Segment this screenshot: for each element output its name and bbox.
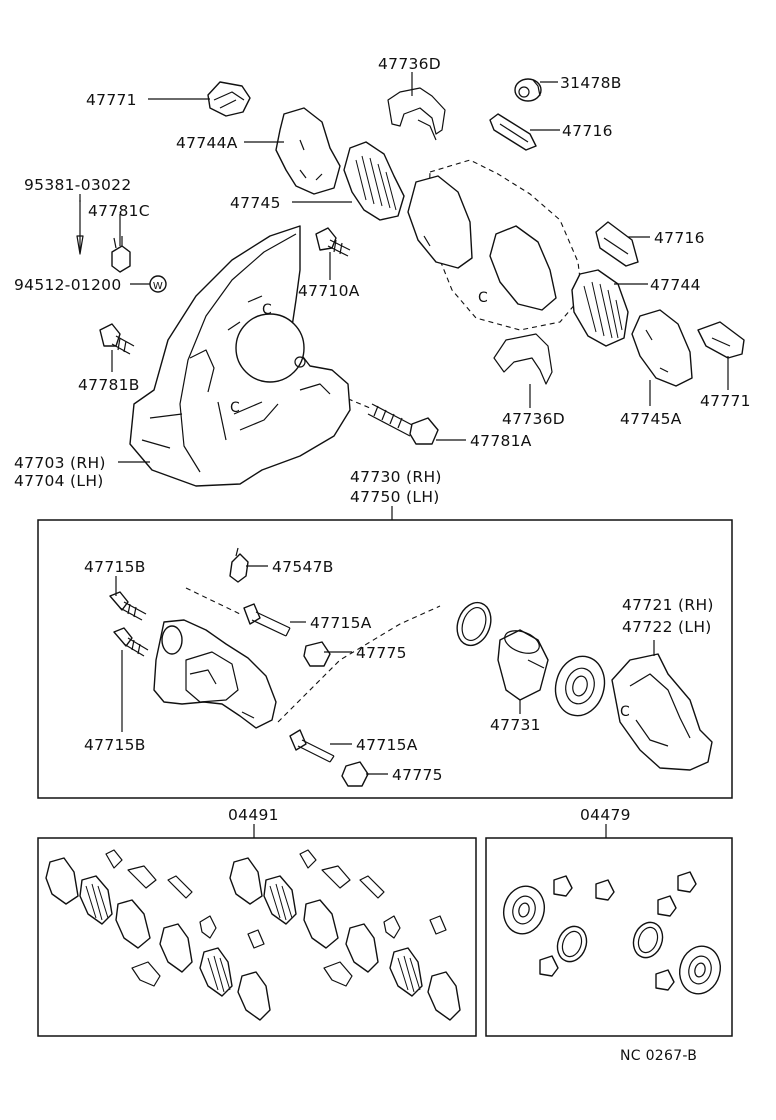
- label-47704-lh: 47704 (LH): [14, 472, 104, 490]
- label-47715A-bottom: 47715A: [356, 736, 418, 754]
- diagram-code: NC 0267-B: [620, 1048, 697, 1064]
- part-47744A-pad-shim: [275, 107, 341, 195]
- label-47710A: 47710A: [298, 282, 360, 300]
- label-47722-lh: 47722 (LH): [622, 618, 712, 636]
- part-47771-clip-right: [697, 321, 745, 359]
- part-47547B-bleeder: [229, 547, 249, 583]
- part-47744-pad: [571, 269, 629, 347]
- label-47731: 47731: [490, 716, 541, 734]
- label-04479: 04479: [580, 806, 631, 824]
- label-47736D-top: 47736D: [378, 55, 441, 73]
- label-04491: 04491: [228, 806, 279, 824]
- part-47781B-bolt: [99, 323, 135, 355]
- label-47781C: 47781C: [88, 202, 150, 220]
- label-47750-lh: 47750 (LH): [350, 488, 440, 506]
- seal-kit-box: [485, 837, 733, 1037]
- part-47716-shim-top: [489, 113, 537, 151]
- part-47715B-bolt-top: [109, 591, 147, 621]
- pad-kit-set-right: [229, 849, 461, 1021]
- svg-text:C: C: [478, 290, 488, 306]
- part-47781C-nut: [111, 236, 131, 273]
- part-47745A-shim: [631, 309, 693, 387]
- part-47771-clip-top: [207, 81, 251, 117]
- part-47715A-pin-top: [243, 603, 291, 637]
- label-94512-01200: 94512-01200: [14, 276, 122, 294]
- svg-text:C: C: [620, 704, 630, 720]
- label-47775-top: 47775: [356, 644, 407, 662]
- washer-mark: W: [153, 281, 163, 292]
- part-47731-piston: [497, 629, 549, 701]
- label-47736D-bottom: 47736D: [502, 410, 565, 428]
- seal-kit-parts: [503, 871, 721, 995]
- part-bracket-pad-outer: C: [478, 225, 557, 311]
- part-47736D-spring-top: [387, 87, 446, 141]
- label-47715A-top: 47715A: [310, 614, 372, 632]
- part-piston-seal: [456, 601, 492, 647]
- label-95381-03022: 95381-03022: [24, 176, 132, 194]
- label-47745: 47745: [230, 194, 281, 212]
- svg-text:C: C: [230, 400, 240, 416]
- part-caliper-body: [153, 587, 441, 729]
- part-labels: 47771 47736D 31478B 47744A 47716 95381-0…: [14, 55, 751, 1064]
- label-47771-top: 47771: [86, 91, 137, 109]
- svg-text:C: C: [262, 302, 272, 318]
- label-47715B-bottom: 47715B: [84, 736, 146, 754]
- part-47745-pad: [343, 141, 405, 221]
- label-31478B: 31478B: [560, 74, 622, 92]
- label-47781B: 47781B: [78, 376, 140, 394]
- part-47710A-bolt: [315, 227, 351, 257]
- label-47547B: 47547B: [272, 558, 334, 576]
- leader-lines: [79, 72, 729, 838]
- part-piston-boot: [554, 655, 606, 717]
- label-47703-rh: 47703 (RH): [14, 454, 106, 472]
- part-95381-pin: [76, 200, 84, 255]
- part-31478B-grommet: [514, 78, 542, 102]
- part-caliper-bracket-top: [427, 159, 583, 331]
- label-47730-rh: 47730 (RH): [350, 468, 442, 486]
- part-47736D-spring-bottom: [493, 333, 553, 385]
- label-47715B-top: 47715B: [84, 558, 146, 576]
- caliper-assembly-box: [37, 519, 733, 799]
- label-47745A: 47745A: [620, 410, 682, 428]
- part-47775-boot-bottom: [341, 761, 369, 787]
- label-47744A: 47744A: [176, 134, 238, 152]
- label-47716-mid: 47716: [654, 229, 705, 247]
- part-47715B-bolt-bottom: [113, 627, 149, 657]
- part-47721-caliper-bracket: C: [611, 653, 713, 771]
- part-47775-boot-top: [303, 641, 331, 667]
- part-47703-dust-cover: C C: [129, 225, 351, 487]
- part-47715A-pin-bottom: [289, 729, 335, 763]
- part-94512-washer: W: [149, 275, 167, 293]
- pad-kit-set-left: [45, 849, 271, 1021]
- label-47771-right: 47771: [700, 392, 751, 410]
- part-47716-shim-mid: [595, 221, 639, 267]
- label-47781A: 47781A: [470, 432, 532, 450]
- pad-kit-box: [37, 837, 477, 1037]
- label-47721-rh: 47721 (RH): [622, 596, 714, 614]
- label-47716-top: 47716: [562, 122, 613, 140]
- label-47775-bottom: 47775: [392, 766, 443, 784]
- label-47744: 47744: [650, 276, 701, 294]
- part-bracket-pad-inner: [407, 175, 473, 269]
